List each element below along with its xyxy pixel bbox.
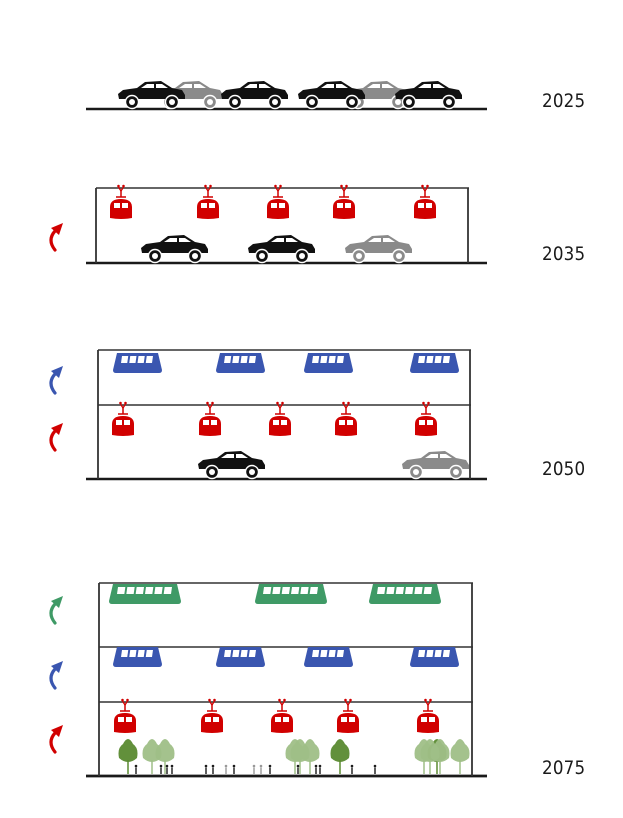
person-icon [134, 764, 138, 774]
car-icon [221, 81, 288, 110]
tree-icon [330, 739, 350, 774]
curved-arrow-icon [49, 596, 63, 625]
blue-cabin-icon [410, 647, 459, 667]
year-label-2050: 2050 [542, 458, 586, 480]
blue-cabin-icon [304, 353, 353, 373]
blue-cabin-icon [113, 647, 162, 667]
car-icon [395, 81, 462, 110]
gondola-cabin-icon [112, 401, 134, 436]
curved-arrow-icon [49, 661, 63, 690]
blue-cabin-icon [304, 647, 353, 667]
year-label-2075: 2075 [542, 757, 586, 779]
blue-cabin-icon [216, 353, 265, 373]
tree-icon [450, 739, 470, 774]
curved-arrow-icon [49, 223, 63, 252]
green-cabin-icon [369, 584, 441, 604]
gondola-cabin-icon [333, 184, 355, 219]
year-label-2035: 2035 [542, 243, 586, 265]
ground-park [118, 739, 470, 774]
person-icon [165, 764, 169, 774]
person-icon [350, 764, 354, 774]
level-blue-cabin [113, 353, 459, 373]
car-icon [198, 451, 265, 480]
car-icon [298, 81, 365, 110]
person-icon [170, 764, 174, 774]
gondola-cabin-icon [415, 401, 437, 436]
blue-cabin-icon [216, 647, 265, 667]
stage-2075 [49, 582, 487, 778]
tree-icon [420, 739, 440, 774]
person-icon [211, 764, 215, 774]
level-gondola [114, 698, 439, 733]
gondola-cabin-icon [335, 401, 357, 436]
car-icon [345, 235, 412, 264]
green-cabin-icon [109, 584, 181, 604]
curved-arrow-icon [49, 725, 63, 754]
level-gondola [112, 401, 437, 436]
person-icon [204, 764, 208, 774]
car-icon [118, 81, 185, 110]
person-icon [259, 764, 263, 774]
stage-2025 [86, 81, 487, 111]
gondola-cabin-icon [271, 698, 293, 733]
level-blue-cabin [113, 647, 459, 667]
tree-icon [155, 739, 175, 774]
blue-cabin-icon [113, 353, 162, 373]
gondola-cabin-icon [199, 401, 221, 436]
tree-icon [118, 739, 138, 774]
person-icon [373, 764, 377, 774]
person-icon [224, 764, 228, 774]
gondola-cabin-icon [417, 698, 439, 733]
curved-arrow-icon [49, 366, 63, 395]
curved-arrow-icon [49, 423, 63, 452]
gondola-cabin-icon [110, 184, 132, 219]
tree-icon [290, 739, 310, 774]
person-icon [296, 764, 300, 774]
person-icon [252, 764, 256, 774]
stage-2035 [49, 184, 487, 265]
level-gondola [110, 184, 436, 219]
car-icon [141, 235, 208, 264]
green-cabin-icon [255, 584, 327, 604]
year-label-2025: 2025 [542, 90, 586, 112]
gondola-cabin-icon [337, 698, 359, 733]
gondola-cabin-icon [114, 698, 136, 733]
person-icon [314, 764, 318, 774]
person-icon [232, 764, 236, 774]
car-icon [402, 451, 469, 480]
car-icon [248, 235, 315, 264]
person-icon [318, 764, 322, 774]
gondola-cabin-icon [201, 698, 223, 733]
level-green-cabin [109, 584, 441, 604]
stage-2050 [49, 349, 487, 481]
gondola-cabin-icon [414, 184, 436, 219]
gondola-cabin-icon [197, 184, 219, 219]
gondola-cabin-icon [269, 401, 291, 436]
gondola-cabin-icon [267, 184, 289, 219]
person-icon [159, 764, 163, 774]
person-icon [268, 764, 272, 774]
blue-cabin-icon [410, 353, 459, 373]
